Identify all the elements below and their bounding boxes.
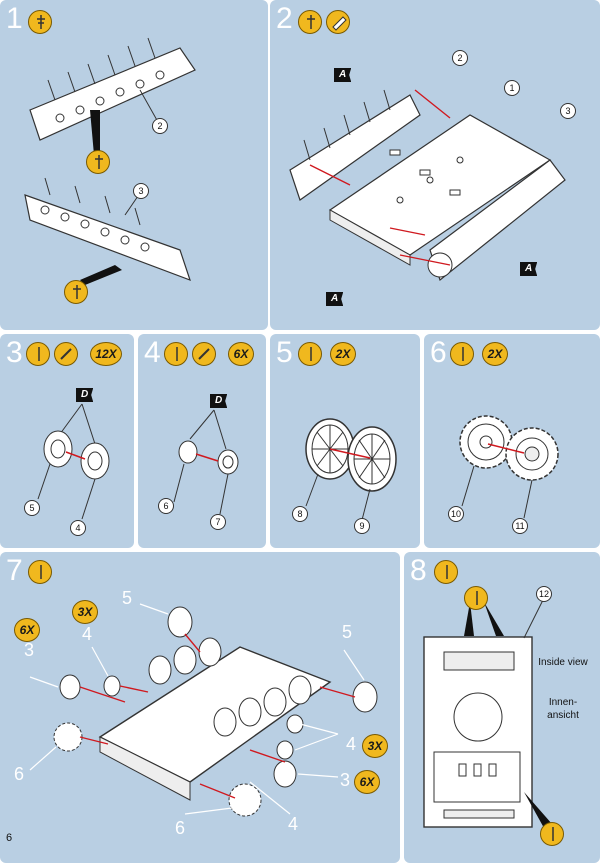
- inside-view-label: Inside view: [538, 657, 588, 668]
- step-5-panel: 5 2X 8 9: [270, 334, 420, 548]
- brush-icon: [54, 342, 78, 366]
- quantity-badge: 12X: [90, 342, 122, 366]
- part-callout: 5: [24, 500, 40, 516]
- step-2-illustration: [289, 89, 566, 282]
- step-number: 3: [6, 336, 23, 369]
- quantity-badge: 3X: [362, 734, 388, 758]
- glue-icon: [26, 342, 50, 366]
- part-number: 6: [14, 764, 25, 784]
- hull-underside-illustration: [423, 597, 552, 828]
- glue-icon: [64, 280, 88, 304]
- part-number: 4: [346, 734, 357, 754]
- tag-A: A: [334, 68, 352, 82]
- part-callout: 2: [452, 50, 468, 66]
- step-8-panel: 8 12 Inside view Innen-ansicht: [404, 552, 600, 863]
- part-callout: 1: [504, 80, 520, 96]
- quantity-badge: 6X: [354, 770, 380, 794]
- step-1-illustration: [24, 37, 196, 285]
- glue-icon: [298, 10, 322, 34]
- step-4-panel: 4 6X D 6 7: [138, 334, 266, 548]
- paint-icon: [326, 10, 350, 34]
- glue-icon: [540, 822, 564, 846]
- step-3-panel: 3 12X D 5 4: [0, 334, 134, 548]
- step-7-panel: 7 3X 6X 3X 6X 5 4 3 6: [0, 552, 400, 863]
- part-number: 6: [175, 818, 186, 838]
- glue-icon: [28, 560, 52, 584]
- part-callout: 11: [512, 518, 528, 534]
- part-callout: 9: [354, 518, 370, 534]
- part-callout: 12: [536, 586, 552, 602]
- part-number: 3: [24, 640, 35, 660]
- quantity-badge: 6X: [228, 342, 254, 366]
- quantity-badge: 2X: [482, 342, 508, 366]
- wheel-illustration: [305, 418, 397, 521]
- part-number: 5: [342, 622, 353, 642]
- step-number: 7: [6, 554, 23, 587]
- tag-D: D: [76, 388, 94, 402]
- glue-icon: [434, 560, 458, 584]
- step-number: 4: [144, 336, 161, 369]
- wheel-illustration: [37, 403, 110, 520]
- tag-D: D: [210, 394, 228, 408]
- sprocket-illustration: [459, 415, 559, 519]
- step-number: 6: [430, 336, 447, 369]
- quantity-badge: 3X: [72, 600, 98, 624]
- step-1-panel: 1 2 3: [0, 0, 268, 330]
- step-number: 8: [410, 554, 427, 587]
- part-callout: 7: [210, 514, 226, 530]
- part-number: 4: [82, 624, 93, 644]
- part-callout: 2: [152, 118, 168, 134]
- step-2-panel: 2 A A A 2 1 3: [270, 0, 600, 330]
- part-number: 5: [122, 588, 133, 608]
- step-number: 2: [276, 2, 293, 35]
- glue-icon: [464, 586, 488, 610]
- hull-illustration: [29, 603, 378, 817]
- part-callout: 6: [158, 498, 174, 514]
- quantity-badge: 2X: [330, 342, 356, 366]
- part-callout: 3: [560, 103, 576, 119]
- step-6-panel: 6 2X 10 11: [424, 334, 600, 548]
- tag-A: A: [520, 262, 538, 276]
- part-callout: 8: [292, 506, 308, 522]
- tag-A: A: [326, 292, 344, 306]
- part-number: 3: [340, 770, 351, 790]
- part-number: 4: [288, 814, 299, 834]
- part-callout: 10: [448, 506, 464, 522]
- glue-icon: [298, 342, 322, 366]
- quantity-badge: 6X: [14, 618, 40, 642]
- step-number: 1: [6, 2, 23, 35]
- innen-ansicht-label: Innen-ansicht: [547, 697, 579, 721]
- glue-icon: [86, 150, 110, 174]
- brush-icon: [192, 342, 216, 366]
- glue-icon: [164, 342, 188, 366]
- wheel-illustration: [173, 409, 239, 515]
- glue-icon: [450, 342, 474, 366]
- glue-icon: [28, 10, 52, 34]
- page-number: 6: [6, 832, 13, 844]
- part-callout: 3: [133, 183, 149, 199]
- step-number: 5: [276, 336, 293, 369]
- part-callout: 4: [70, 520, 86, 536]
